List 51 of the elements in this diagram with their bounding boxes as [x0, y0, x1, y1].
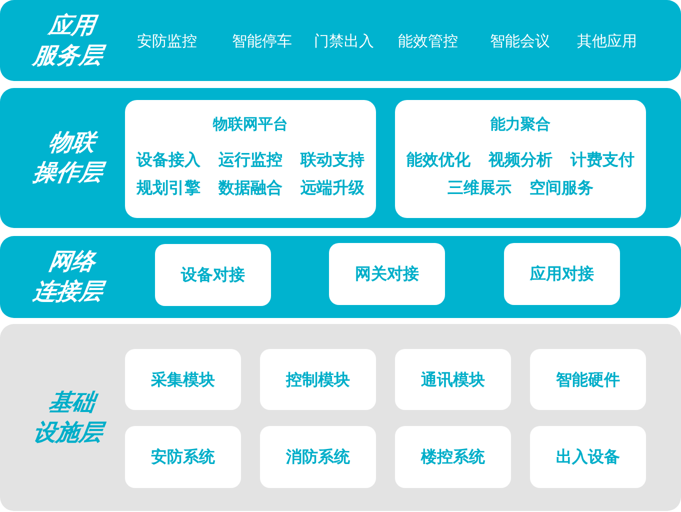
- feature-label: 三维展示: [448, 178, 512, 198]
- module-name: 智能硬件: [556, 370, 620, 390]
- layer-band: [0, 236, 681, 318]
- module-card: [530, 426, 646, 488]
- feature-label: 规划引擎: [136, 178, 200, 198]
- layer-band: [0, 324, 681, 511]
- module-card: [395, 426, 511, 488]
- feature-label: 空间服务: [530, 178, 594, 198]
- module-card: [504, 243, 620, 305]
- feature-label: 设备接入: [136, 150, 200, 170]
- module-name: 采集模块: [151, 370, 215, 390]
- module-card: [530, 349, 646, 410]
- platform-panel: [125, 100, 376, 218]
- panel-title: 能力聚合: [490, 114, 550, 134]
- feature-label: 运行监控: [218, 150, 282, 170]
- application-label: 能效管控: [398, 30, 458, 50]
- application-label: 门禁出入: [314, 30, 374, 50]
- feature-label: 数据融合: [218, 178, 282, 198]
- module-card: [125, 349, 241, 410]
- application-label: 智能会议: [490, 30, 550, 50]
- module-card: [329, 243, 445, 305]
- module-name: 消防系统: [286, 447, 350, 467]
- feature-label: 联动支持: [300, 150, 364, 170]
- layer-band: [0, 88, 681, 228]
- module-name: 通讯模块: [421, 370, 485, 390]
- module-name: 控制模块: [286, 370, 350, 390]
- platform-panel: [395, 100, 646, 218]
- feature-label: 远端升级: [300, 178, 364, 198]
- module-name: 网关对接: [355, 264, 419, 284]
- layer-title: 网络连接层: [30, 248, 108, 307]
- module-name: 楼控系统: [421, 447, 485, 467]
- module-card: [260, 426, 376, 488]
- module-card: [125, 426, 241, 488]
- panel-title: 物联网平台: [213, 114, 288, 134]
- layer-title: 物联操作层: [30, 129, 108, 188]
- application-label: 其他应用: [577, 30, 637, 50]
- application-label: 安防监控: [137, 30, 197, 50]
- feature-label: 能效优化: [406, 150, 470, 170]
- layer-title: 基础设施层: [30, 388, 108, 448]
- module-card: [395, 349, 511, 410]
- module-name: 安防系统: [151, 447, 215, 467]
- layer-title: 应用服务层: [30, 12, 108, 70]
- application-label: 智能停车: [232, 30, 292, 50]
- module-card: [155, 244, 271, 306]
- module-name: 应用对接: [530, 264, 594, 284]
- feature-label: 计费支付: [570, 150, 634, 170]
- module-name: 设备对接: [181, 265, 245, 285]
- feature-label: 视频分析: [488, 150, 552, 170]
- module-card: [260, 349, 376, 410]
- layer-band: [0, 0, 681, 81]
- module-name: 出入设备: [556, 447, 620, 467]
